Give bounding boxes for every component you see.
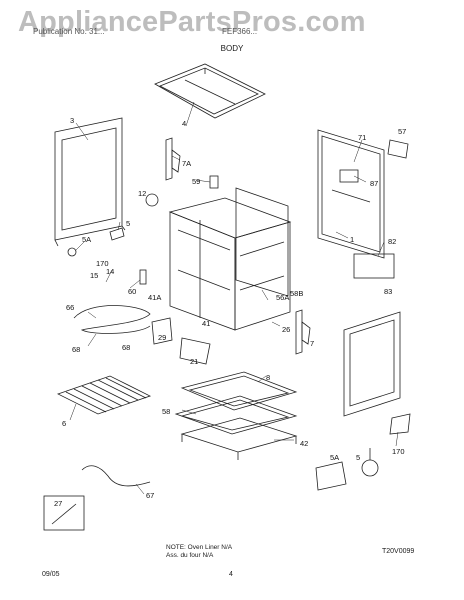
element-bracket-drawing (151, 317, 173, 345)
oven-door-drawing (54, 117, 126, 247)
callout-57: 57 (398, 127, 406, 136)
page-number: 4 (229, 571, 233, 578)
back-panel-drawing (317, 129, 385, 259)
callout-68-left: 68 (72, 345, 80, 354)
part-27-drawing (51, 503, 77, 525)
callout-7a: 7A (182, 159, 191, 168)
leveler-right-drawing (361, 448, 379, 477)
callout-58b: 58B (290, 289, 303, 298)
callout-1: 1 (350, 235, 354, 244)
callout-4: 4 (182, 119, 186, 128)
storage-drawer-drawing (343, 311, 401, 417)
callout-67: 67 (146, 491, 154, 500)
note-line-1: NOTE: Oven Liner N/A (166, 544, 233, 551)
bake-element-drawing (81, 465, 151, 487)
broil-element-drawing (73, 305, 151, 334)
bracket-21-drawing (179, 337, 211, 365)
part-27-box-drawing (43, 495, 85, 531)
callout-5-bottom: 5 (356, 453, 360, 462)
note-line-2: Ass. du four N/A (166, 552, 214, 559)
leveler-bracket-drawing (389, 413, 411, 435)
callout-14: 14 (106, 267, 114, 276)
callout-27: 27 (54, 499, 62, 508)
callout-68-right: 68 (122, 343, 130, 352)
hinge-left-drawing (165, 137, 181, 181)
callout-82: 82 (388, 237, 396, 246)
callout-41: 41 (202, 319, 210, 328)
callout-5a-bottom: 5A (330, 453, 339, 462)
oven-body-drawing (168, 197, 292, 331)
callout-83: 83 (384, 287, 392, 296)
callout-42: 42 (300, 439, 308, 448)
callout-15: 15 (90, 271, 98, 280)
bracket-drawing (109, 227, 125, 241)
callout-6: 6 (62, 419, 66, 428)
kick-panel-drawing (180, 417, 298, 460)
footer-date: 09/05 (42, 571, 60, 578)
watermark: AppliancePartsPros.com (18, 6, 366, 38)
insulation-panel-drawing (235, 187, 289, 297)
leveler-leg-drawing (315, 461, 347, 491)
oven-liner-note: NOTE: Oven Liner N/A Ass. du four N/A (166, 544, 232, 560)
switch-drawing (145, 193, 159, 207)
top-panel-drawing (154, 63, 266, 119)
callout-5-top: 5 (126, 219, 130, 228)
callout-170-bottom: 170 (392, 447, 405, 456)
oven-bottom-panel-drawing (180, 371, 298, 411)
model-header: FEF366... (222, 27, 258, 36)
callout-59: 59 (192, 177, 200, 186)
callout-26: 26 (282, 325, 290, 334)
callout-66: 66 (66, 303, 74, 312)
label-plate-drawing (387, 139, 409, 159)
callout-58: 58 (162, 407, 170, 416)
terminal-block-drawing (353, 253, 395, 279)
leveler-left-drawing (67, 247, 77, 257)
hinge-right-drawing (295, 309, 311, 355)
sensor-drawing (209, 175, 219, 189)
callout-87: 87 (370, 179, 378, 188)
callout-29: 29 (158, 333, 166, 342)
drawer-panel-drawing (174, 395, 298, 435)
section-title: BODY (220, 44, 244, 53)
publication-header: Publication No. 31... (33, 27, 105, 36)
diagram-code: T20V0099 (382, 548, 415, 555)
callout-71: 71 (358, 133, 366, 142)
callout-60: 60 (128, 287, 136, 296)
callout-41a: 41A (148, 293, 161, 302)
callout-7: 7 (310, 339, 314, 348)
callout-170-top: 170 (96, 259, 109, 268)
callout-5a-top: 5A (82, 235, 91, 244)
callout-12: 12 (138, 189, 146, 198)
callout-3: 3 (70, 116, 74, 125)
callout-21: 21 (190, 357, 198, 366)
callout-8: 8 (266, 373, 270, 382)
oven-rack-drawing (56, 375, 152, 415)
wire-clip-drawing (139, 269, 147, 285)
callout-56a: 56A (276, 293, 289, 302)
